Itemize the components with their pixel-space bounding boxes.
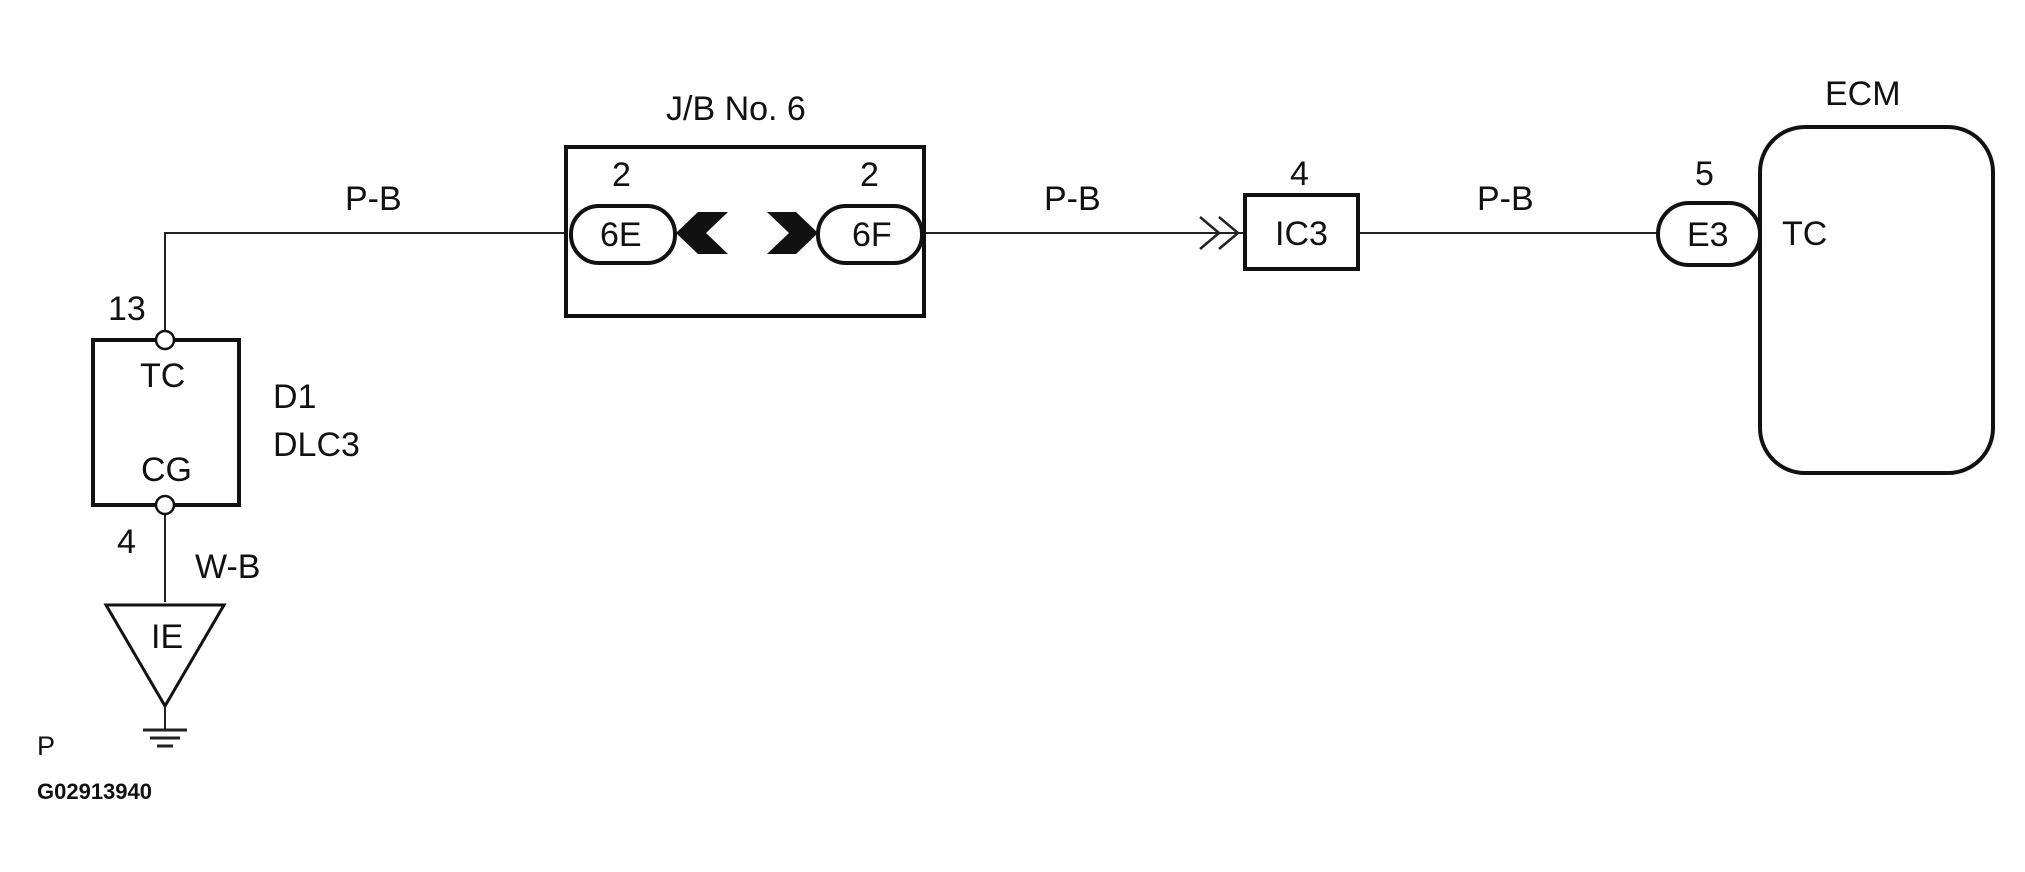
ecm-terminal-tc: TC (1782, 215, 1827, 253)
ground-triangle-icon (103, 603, 227, 709)
dlc3-id: D1 (273, 378, 316, 416)
ic3-plug-chevron-inner-icon (1218, 216, 1240, 250)
ic3-plug-chevron-outer-icon (1199, 216, 1221, 250)
jb-connector-6e-label: 6E (600, 216, 642, 254)
dlc3-tc-pin (154, 329, 176, 351)
wire-color-dlc-to-ground: W-B (195, 548, 260, 586)
jb-title: J/B No. 6 (666, 90, 806, 128)
dlc3-cg-pin (154, 494, 176, 516)
wire-color-jb-to-ic3: P-B (1044, 180, 1101, 218)
dlc3-cg-label: CG (141, 451, 192, 489)
ecm-title: ECM (1825, 75, 1901, 113)
dlc3-tc-pin-number: 13 (108, 290, 146, 328)
jb-6e-pin-number: 2 (612, 156, 631, 194)
dlc3-tc-label: TC (140, 357, 185, 395)
ecm-e3-pin-number: 5 (1695, 155, 1714, 193)
ecm-connector-e3-label: E3 (1687, 216, 1729, 254)
ic3-pin-number: 4 (1290, 155, 1309, 193)
ecm-connector-e3 (1656, 201, 1762, 267)
jb-6f-pin-number: 2 (860, 156, 879, 194)
ic3-connector (1243, 193, 1360, 271)
ground-label: IE (151, 618, 183, 656)
jb-6e-arrow-icon (676, 212, 728, 254)
wire-dlc-to-jb (164, 232, 571, 333)
jb-connector-6f (816, 204, 924, 265)
jb-connector-6e (569, 204, 677, 265)
dlc3-connector-box (91, 338, 241, 507)
footer-code: P (37, 731, 55, 761)
ic3-label: IC3 (1275, 215, 1328, 253)
wire-color-dlc-to-jb: P-B (345, 180, 402, 218)
jb-connector-6f-label: 6F (852, 216, 892, 254)
jb-6f-arrow-icon (767, 212, 818, 254)
dlc3-name: DLC3 (273, 426, 360, 464)
figure-id: G02913940 (37, 779, 152, 804)
dlc3-cg-pin-number: 4 (117, 523, 136, 561)
ecm-box (1758, 125, 1995, 475)
wire-color-ic3-to-ecm: P-B (1477, 180, 1534, 218)
